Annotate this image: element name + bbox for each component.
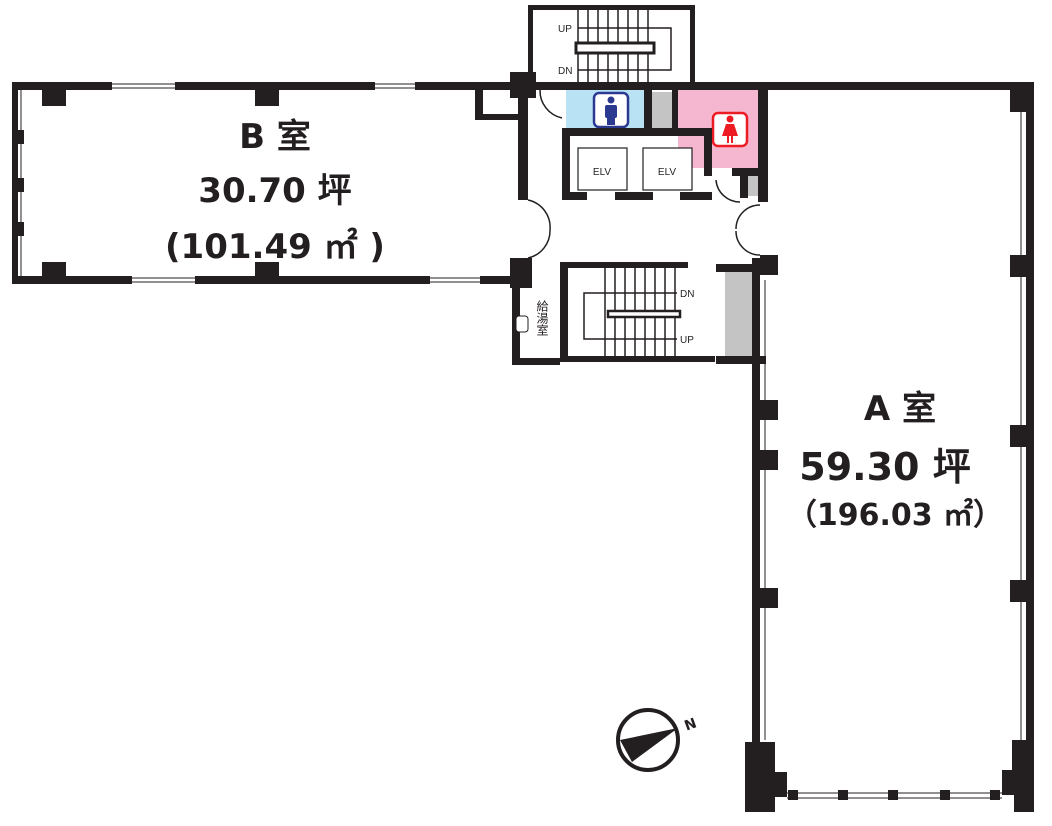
elevator-1-label: ELV bbox=[593, 167, 611, 178]
room-a: A 室 59.30 坪 （196.03 ㎡） bbox=[745, 82, 1034, 812]
room-a-sqm: （196.03 ㎡） bbox=[787, 498, 1003, 533]
room-a-tsubo: 59.30 坪 bbox=[799, 445, 970, 489]
stair-top-up-label: UP bbox=[558, 24, 572, 35]
shaft bbox=[652, 92, 672, 128]
room-b: B 室 30.70 坪 (101.49 ㎡ ) bbox=[12, 82, 525, 284]
room-b-name: B 室 bbox=[239, 117, 311, 157]
stair-bottom-up-label: UP bbox=[680, 335, 694, 346]
stair-top: UP DN bbox=[528, 5, 758, 90]
north-compass-icon: N bbox=[616, 708, 699, 772]
elevator-2 bbox=[642, 147, 693, 191]
elevator-1 bbox=[577, 147, 628, 191]
compass-north-label: N bbox=[682, 716, 698, 735]
kitchenette-label: 給湯室 bbox=[535, 300, 549, 336]
room-b-tsubo: 30.70 坪 bbox=[198, 171, 351, 211]
core: UP DN ELV ELV D bbox=[510, 5, 768, 365]
stair-bottom-dn-label: DN bbox=[680, 289, 694, 300]
elevator-2-label: ELV bbox=[658, 167, 676, 178]
stair-top-dn-label: DN bbox=[558, 66, 572, 77]
stair-bottom: DN UP bbox=[560, 262, 715, 362]
room-b-sqm: (101.49 ㎡ ) bbox=[165, 227, 385, 267]
room-a-name: A 室 bbox=[864, 389, 936, 429]
